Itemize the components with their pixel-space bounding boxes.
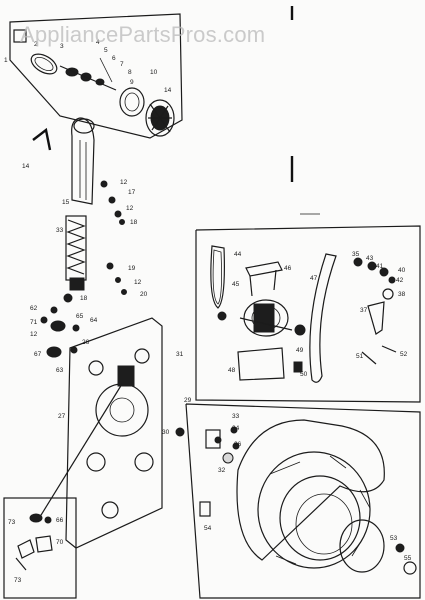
- part-number: 18: [80, 295, 88, 302]
- drive-motor: [217, 299, 306, 337]
- part-number: 44: [234, 251, 242, 258]
- blower-gasket-ring: [30, 53, 58, 75]
- part-number: 47: [310, 275, 318, 282]
- blower-housing-screw: [13, 29, 27, 43]
- drum-seal-ring: [339, 519, 385, 573]
- part-number: 2: [34, 41, 38, 48]
- thermostat-parts: [40, 262, 127, 358]
- part-number: 12: [126, 205, 134, 212]
- part-number: 49: [296, 347, 304, 354]
- motor-mount-bracket: [237, 347, 285, 381]
- part-number: 53: [390, 535, 398, 542]
- part-number: 43: [366, 255, 374, 262]
- part-number: 65: [76, 313, 84, 320]
- blower-shaft-parts: [59, 57, 117, 91]
- part-number: 17: [128, 189, 136, 196]
- part-number: 50: [300, 371, 308, 378]
- dryer-drum: [236, 419, 385, 569]
- part-number: 52: [400, 351, 408, 358]
- part-number: 62: [30, 305, 38, 312]
- part-number: 19: [128, 265, 136, 272]
- part-number: 5: [104, 47, 108, 54]
- part-number: 12: [134, 279, 142, 286]
- part-number: 55: [404, 555, 412, 562]
- part-number: 37: [360, 307, 368, 314]
- part-number: 8: [128, 69, 132, 76]
- part-number: 35: [352, 251, 360, 258]
- part-number: 36: [234, 441, 242, 448]
- part-number: 30: [162, 429, 170, 436]
- blower-assembly-group: [9, 13, 183, 139]
- part-number: 26: [82, 339, 90, 346]
- part-number: 12: [30, 331, 38, 338]
- duct-screws: [100, 180, 125, 225]
- part-number: 40: [398, 267, 406, 274]
- part-number: 73: [8, 519, 16, 526]
- part-number: 14: [164, 87, 172, 94]
- part-number: 10: [150, 69, 158, 76]
- part-number: 29: [184, 397, 192, 404]
- part-number: 38: [398, 291, 406, 298]
- part-number: 1: [4, 57, 8, 64]
- part-number: 64: [90, 317, 98, 324]
- part-number: 7: [120, 61, 124, 68]
- idler-bracket: [245, 261, 283, 297]
- part-number-labels: 1 2 3 4 5 6 7 8 9 10 14 14 15 12 17 12 1…: [4, 39, 412, 584]
- bulkhead-bracket: [117, 365, 135, 387]
- inset-box-group: [3, 497, 77, 599]
- drive-belt: [309, 253, 337, 383]
- part-number: 33: [232, 413, 240, 420]
- drum-support-parts: [199, 426, 417, 575]
- exhaust-duct-group: [32, 117, 127, 358]
- part-number: 73: [14, 577, 22, 584]
- part-number: 14: [22, 163, 30, 170]
- part-number: 48: [228, 367, 236, 374]
- part-number: 45: [232, 281, 240, 288]
- drum-assembly-frame: [185, 403, 421, 599]
- part-number: 3: [60, 43, 64, 50]
- part-number: 71: [30, 319, 38, 326]
- part-number: 12: [120, 179, 128, 186]
- bulkhead-wire: [37, 383, 123, 521]
- part-number: 20: [140, 291, 148, 298]
- exhaust-duct-pipe: [71, 117, 95, 205]
- motor-assembly-frame: [195, 225, 421, 403]
- part-number: 32: [218, 467, 226, 474]
- part-number: 54: [204, 525, 212, 532]
- heater-element-housing: [65, 215, 87, 291]
- duct-clamp-bracket: [32, 127, 52, 151]
- part-number: 27: [58, 413, 66, 420]
- motor-assembly-group: [195, 225, 421, 403]
- blower-seal-disc: [119, 87, 145, 117]
- part-number: 46: [284, 265, 292, 272]
- drum-roller: [175, 427, 185, 437]
- part-number: 63: [56, 367, 64, 374]
- part-number: 42: [396, 277, 404, 284]
- watermark-text: AppliancePartsPros.com: [20, 22, 265, 47]
- part-number: 18: [130, 219, 138, 226]
- part-number: 31: [176, 351, 184, 358]
- inset-box-frame: [3, 497, 77, 599]
- part-number: 51: [356, 353, 364, 360]
- blower-assembly-frame: [9, 13, 183, 139]
- motor-small-belt: [210, 245, 225, 309]
- rear-bulkhead-panel: [65, 317, 163, 549]
- part-number: 6: [112, 55, 116, 62]
- drum-assembly-group: [175, 403, 421, 599]
- part-number: 4: [96, 39, 100, 46]
- part-number: 9: [130, 79, 134, 86]
- idler-pulley-parts: [353, 257, 397, 365]
- part-number: 33: [56, 227, 64, 234]
- part-number: 67: [34, 351, 42, 358]
- blower-impeller-wheel: [145, 99, 175, 137]
- part-number: 66: [56, 517, 64, 524]
- part-number: 34: [232, 425, 240, 432]
- part-number: 41: [376, 263, 384, 270]
- blower-gasket-inner: [34, 56, 54, 72]
- part-number: 15: [62, 199, 70, 206]
- rear-bulkhead-group: [37, 317, 163, 549]
- part-number: 70: [56, 539, 64, 546]
